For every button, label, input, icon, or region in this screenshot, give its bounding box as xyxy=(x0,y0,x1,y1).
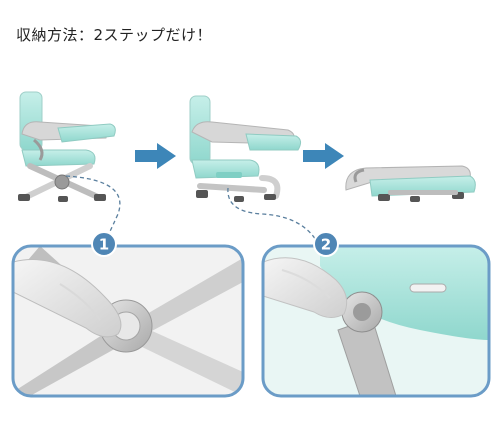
svg-text:2: 2 xyxy=(321,236,331,254)
page-title: 収納方法：2ステップだけ！ xyxy=(16,26,213,44)
detail-panel-1 xyxy=(11,244,245,398)
chair-open xyxy=(18,91,116,202)
step-badge-1: 1 xyxy=(91,231,117,257)
svg-text:1: 1 xyxy=(99,236,109,254)
arrow-right-icon xyxy=(303,143,344,169)
chair-folded xyxy=(345,165,476,202)
step-badge-2: 2 xyxy=(313,231,339,257)
detail-panel-2 xyxy=(261,244,491,398)
arrow-right-icon xyxy=(135,143,176,169)
chair-folding xyxy=(189,95,302,202)
